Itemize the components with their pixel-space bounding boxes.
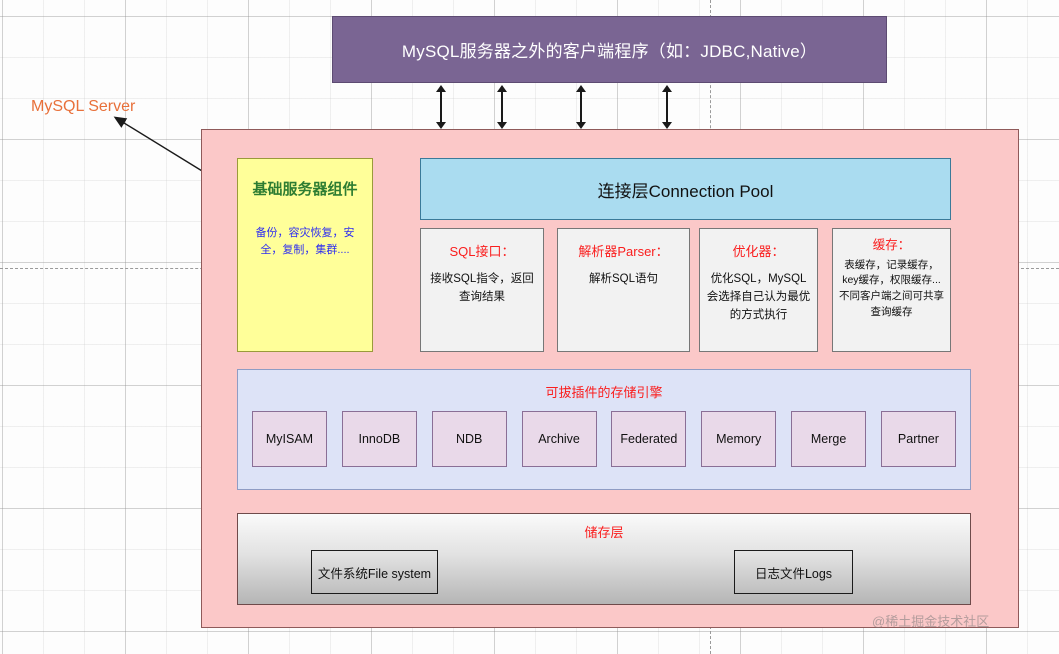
connector-arrow-2 <box>495 85 509 129</box>
module-body: 表缓存，记录缓存，key缓存，权限缓存...不同客户端之间可共享查询缓存 <box>839 258 944 318</box>
arrow-head-up-icon <box>497 85 507 92</box>
client-program-label: MySQL服务器之外的客户端程序（如：JDBC,Native） <box>401 42 818 61</box>
engine-chip[interactable]: NDB <box>431 411 507 467</box>
module-body: 优化SQL，MySQL会选择自己认为最优的方式执行 <box>706 273 811 321</box>
storage-item-file-system: 文件系统File system <box>311 550 438 594</box>
module-title: 缓存： <box>872 238 911 252</box>
connection-pool-bar: 连接层Connection Pool <box>420 158 951 220</box>
module-box-optimizer: 优化器： 优化SQL，MySQL会选择自己认为最优的方式执行 <box>699 228 818 352</box>
base-services-title: 基础服务器组件 <box>252 181 358 198</box>
client-program-box: MySQL服务器之外的客户端程序（如：JDBC,Native） <box>332 16 887 83</box>
mysql-server-leader-arrow-icon <box>113 116 208 175</box>
arrow-shaft <box>666 90 668 124</box>
connector-arrow-3 <box>574 85 588 129</box>
arrow-shaft <box>501 90 503 124</box>
engine-chip[interactable]: Federated <box>611 411 687 467</box>
engine-chip[interactable]: MyISAM <box>252 411 327 467</box>
engine-chip[interactable]: Partner <box>880 411 956 467</box>
arrow-head-up-icon <box>576 85 586 92</box>
storage-engine-row: MyISAM InnoDB NDB Archive Federated Memo… <box>252 411 956 467</box>
engine-chip[interactable]: Archive <box>521 411 597 467</box>
base-services-box: 基础服务器组件 备份，容灾恢复，安全，复制，集群.... <box>237 158 373 352</box>
arrow-head-down-icon <box>497 122 507 129</box>
connector-arrow-4 <box>660 85 674 129</box>
storage-engine-panel: 可拔插件的存储引擎 MyISAM InnoDB NDB Archive Fede… <box>237 369 971 490</box>
base-services-body: 备份，容灾恢复，安全，复制，集群.... <box>255 226 355 257</box>
module-body: 接收SQL指令，返回查询结果 <box>430 273 534 303</box>
arrow-head-up-icon <box>436 85 446 92</box>
storage-layer-panel: 储存层 <box>237 513 971 605</box>
module-title: SQL接口： <box>449 244 515 259</box>
arrow-shaft <box>580 90 582 124</box>
arrow-head-down-icon <box>436 122 446 129</box>
module-box-parser: 解析器Parser： 解析SQL语句 <box>557 228 690 352</box>
module-box-sql-interface: SQL接口： 接收SQL指令，返回查询结果 <box>420 228 544 352</box>
module-title: 解析器Parser： <box>578 244 669 259</box>
arrow-shaft <box>440 90 442 124</box>
connection-pool-label: 连接层Connection Pool <box>597 181 774 201</box>
engine-chip[interactable]: Merge <box>791 411 867 467</box>
storage-layer-title: 储存层 <box>584 525 624 540</box>
arrow-head-down-icon <box>576 122 586 129</box>
mysql-server-annotation-label: MySQL Server <box>31 98 136 115</box>
engine-chip[interactable]: InnoDB <box>341 411 417 467</box>
arrow-head-down-icon <box>662 122 672 129</box>
connector-arrow-1 <box>434 85 448 129</box>
storage-engine-panel-title: 可拔插件的存储引擎 <box>545 385 663 400</box>
storage-item-logs: 日志文件Logs <box>734 550 853 594</box>
engine-chip[interactable]: Memory <box>701 411 777 467</box>
arrow-head-up-icon <box>662 85 672 92</box>
module-body: 解析SQL语句 <box>588 273 658 286</box>
module-title: 优化器： <box>732 244 785 259</box>
module-box-cache: 缓存： 表缓存，记录缓存，key缓存，权限缓存...不同客户端之间可共享查询缓存 <box>832 228 951 352</box>
